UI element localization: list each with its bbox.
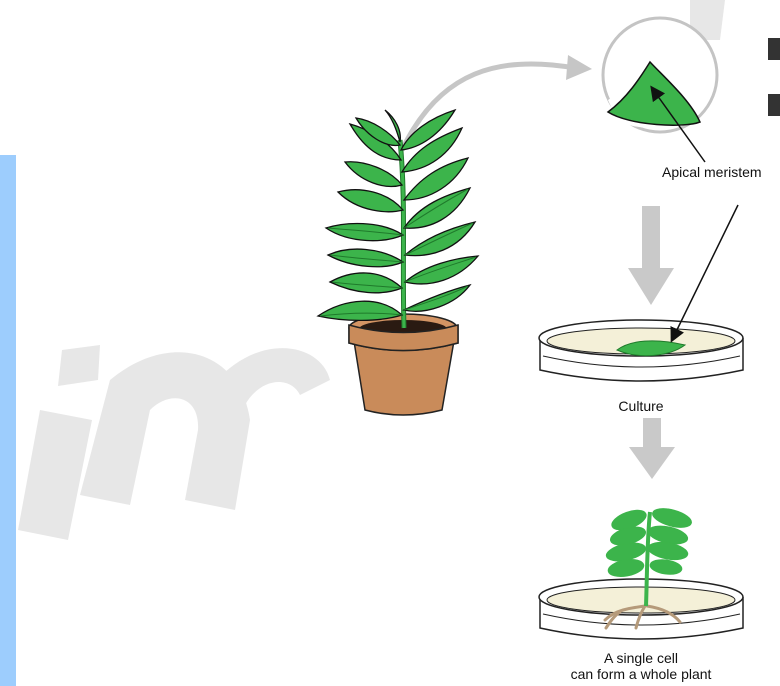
edge-mark-bottom	[768, 94, 780, 116]
single-cell-label-line1: A single cell	[604, 650, 678, 666]
flow-arrow-2	[629, 418, 675, 479]
flow-arrow-1	[628, 206, 674, 305]
magnify-arrowhead	[566, 55, 592, 80]
edge-mark-top	[768, 38, 780, 60]
culture-label: Culture	[618, 398, 663, 414]
left-blue-panel	[0, 155, 16, 686]
explant-pointer	[672, 205, 738, 340]
apical-meristem-label: Apical meristem	[662, 164, 762, 180]
potted-plant	[318, 110, 478, 415]
plantlet-dish	[539, 579, 743, 639]
single-cell-label-line2: can form a whole plant	[571, 666, 712, 682]
magnified-apical-tip	[603, 18, 717, 132]
culture-dish	[539, 320, 743, 381]
